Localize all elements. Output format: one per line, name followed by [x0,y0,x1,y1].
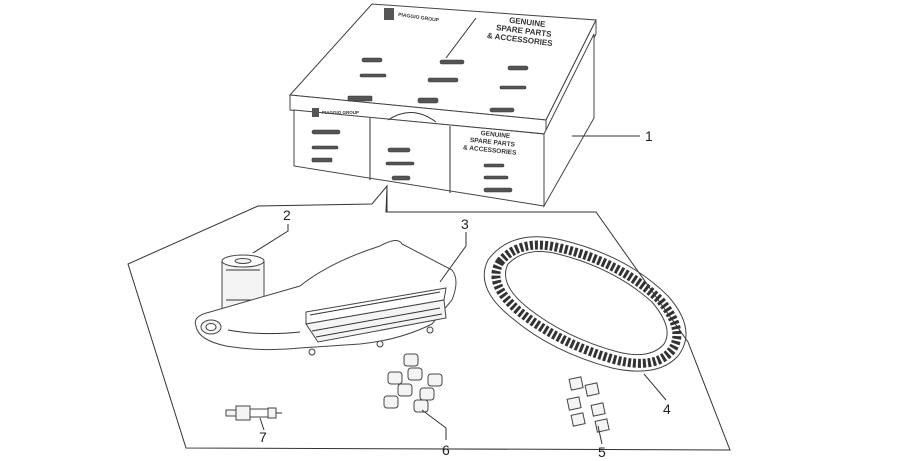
drive-belt [483,236,687,372]
leader-4 [643,373,667,401]
svg-text:SPARE PARTS: SPARE PARTS [469,137,515,149]
leader-6 [421,409,447,440]
callout-3: 3 [461,216,469,232]
leader-2 [252,224,289,254]
leader-3 [439,232,467,283]
svg-text:PIAGGIO GROUP: PIAGGIO GROUP [398,12,440,24]
callout-1: 1 [645,128,653,144]
kit-contents-outline [127,184,731,451]
svg-text:PIAGGIO GROUP: PIAGGIO GROUP [322,110,359,115]
svg-text:GENUINE: GENUINE [509,16,547,29]
front-logo-marks [311,129,513,193]
callout-2: 2 [283,207,291,223]
variator-rollers [383,353,443,413]
callout-6: 6 [442,442,450,458]
spark-plug [225,405,282,421]
callout-4: 4 [663,401,671,417]
lid-logo-marks [347,57,529,113]
callout-7: 7 [259,429,267,445]
svg-text:GENUINE: GENUINE [480,130,511,140]
leader-7 [259,417,265,431]
front-brand-logo: PIAGGIO GROUP [312,108,359,117]
callout-5: 5 [598,444,606,460]
variator-sliders [566,376,610,433]
air-filter-element [305,287,447,343]
kit-box: PIAGGIO GROUP GENUINE SPARE PARTS & ACCE… [288,3,597,208]
lid-brand-logo: PIAGGIO GROUP [384,8,440,24]
leader-5 [597,425,603,445]
